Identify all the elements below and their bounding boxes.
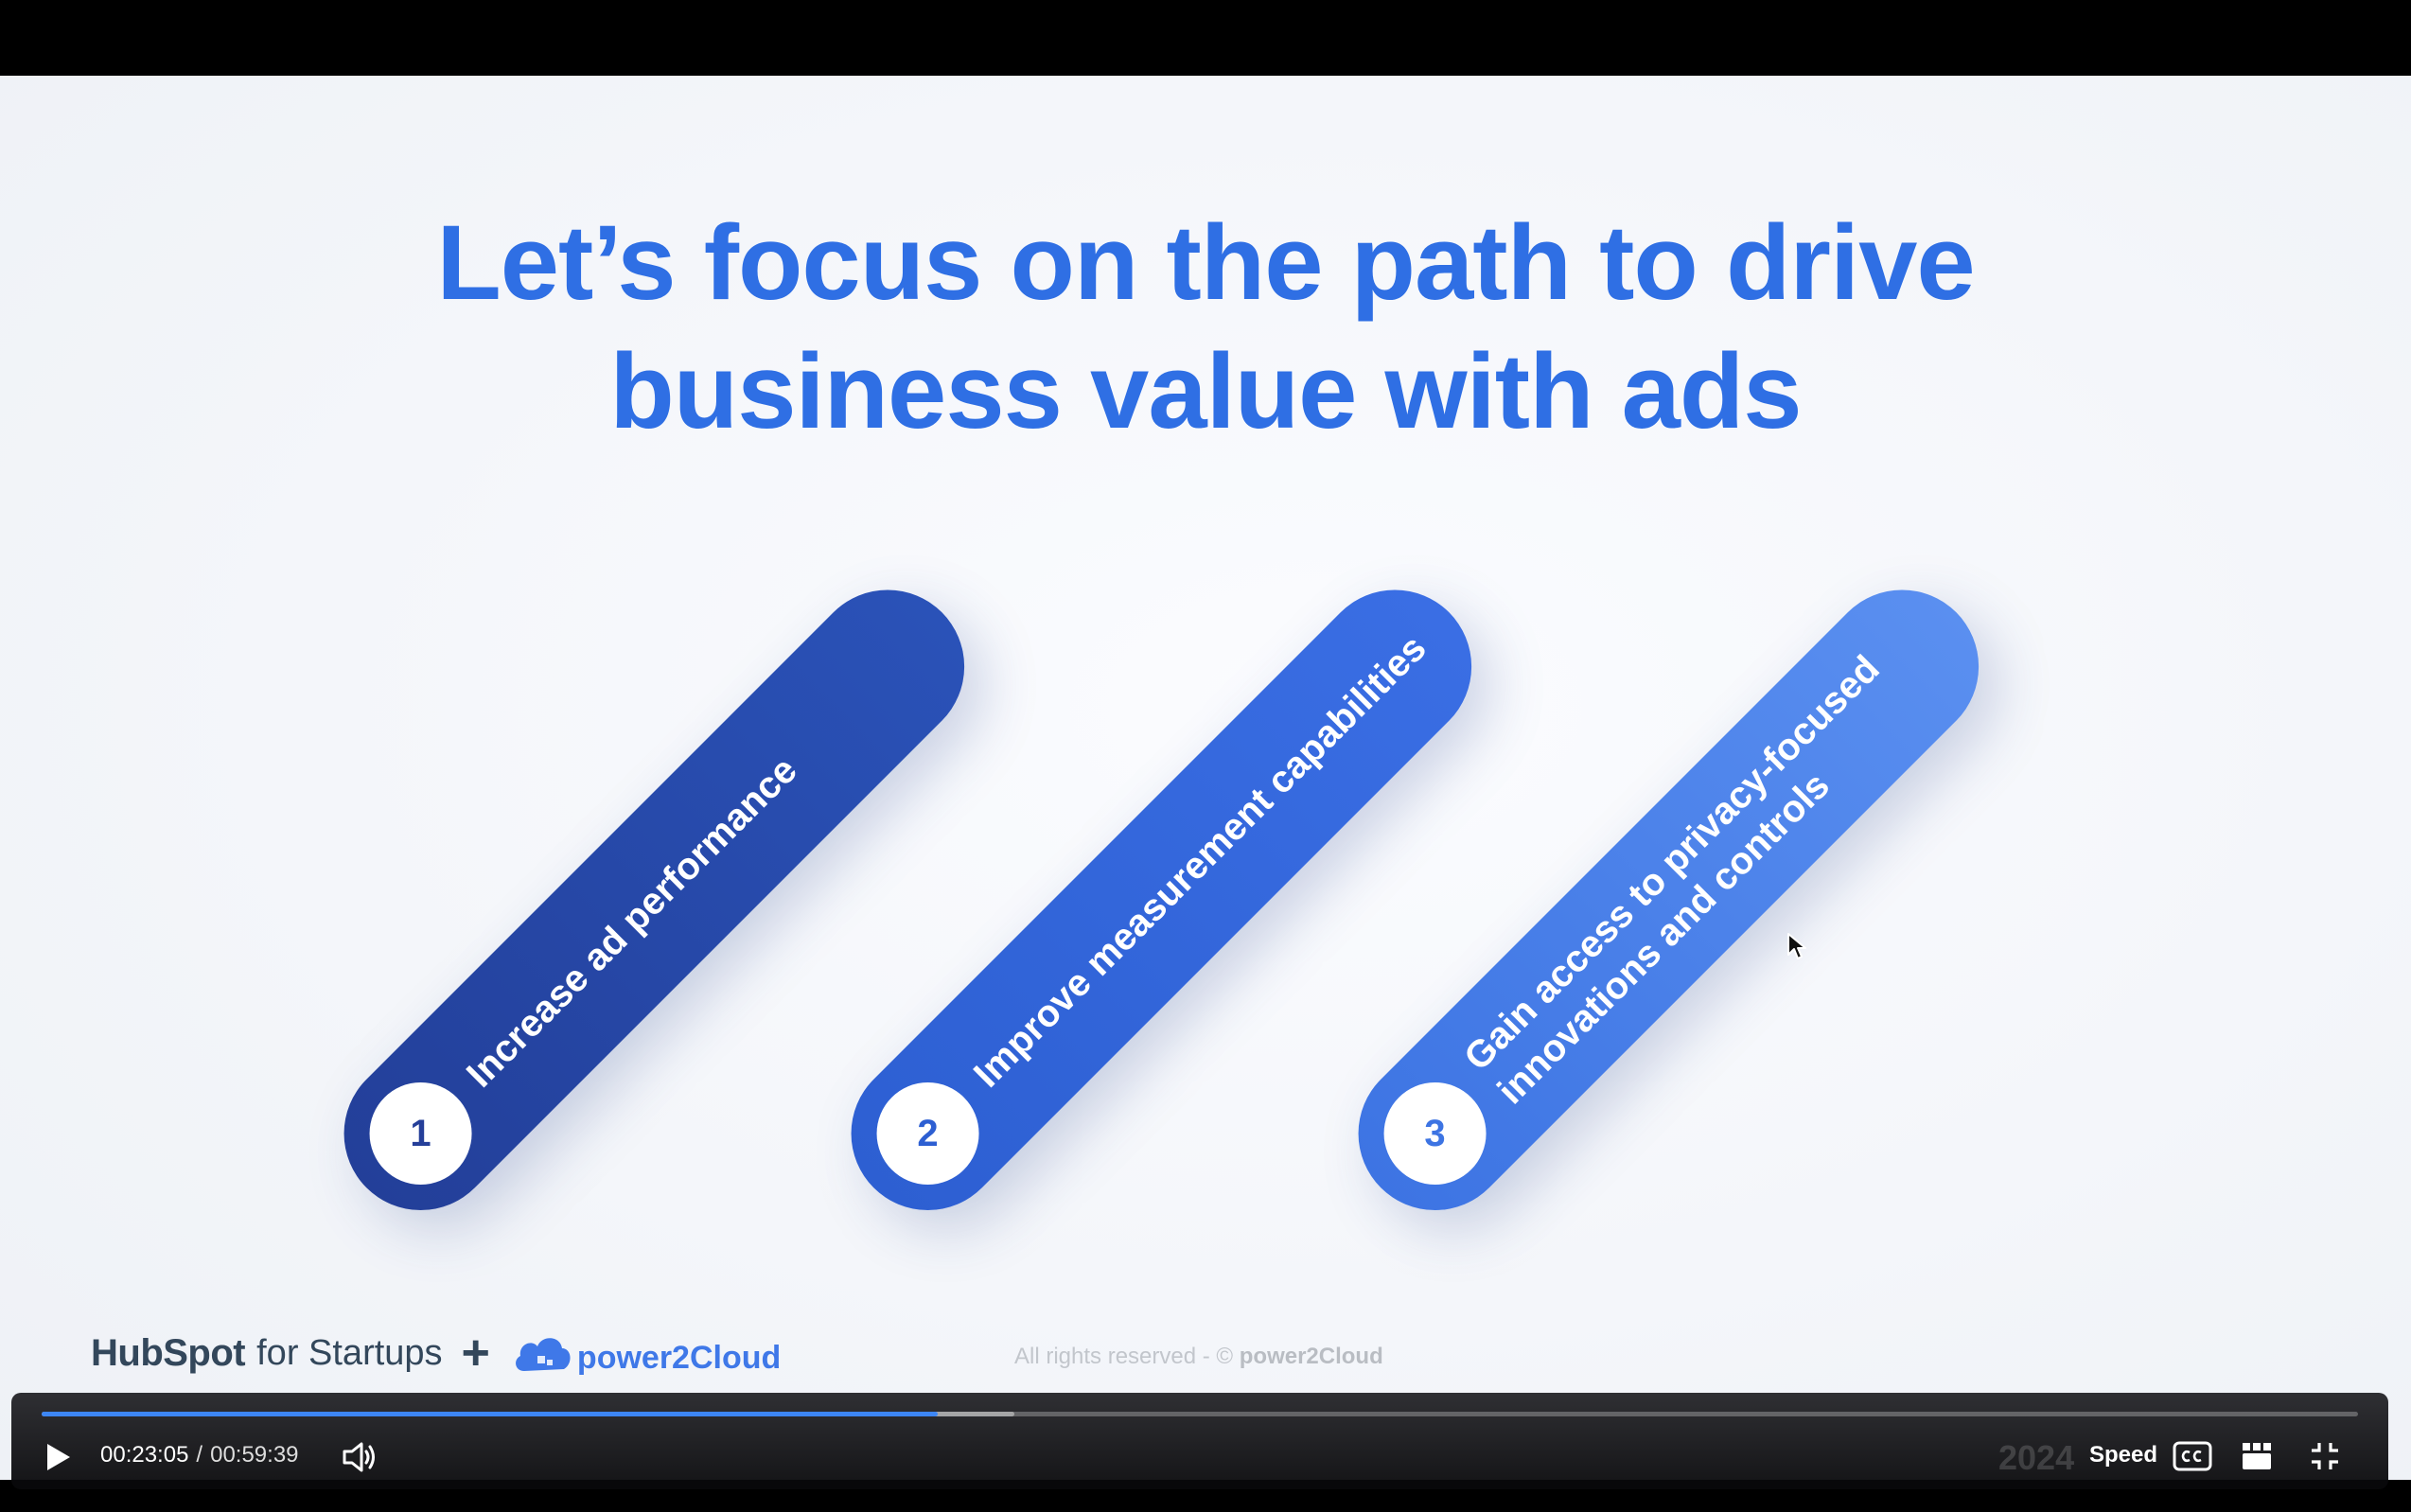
footer-logos: HubSpot for Startups + power2Cloud bbox=[91, 1325, 781, 1381]
speed-button[interactable]: Speed bbox=[2089, 1442, 2158, 1468]
duration: 00:59:39 bbox=[210, 1442, 299, 1468]
current-time: 00:23:05 bbox=[100, 1442, 189, 1468]
time-display: 00:23:05 / 00:59:39 bbox=[100, 1442, 299, 1468]
mouse-cursor-icon bbox=[1787, 933, 1806, 959]
slide-title-line-2: business value with ads bbox=[609, 332, 1802, 450]
volume-icon[interactable] bbox=[341, 1440, 378, 1474]
step-text-1: Increase ad performance bbox=[419, 585, 969, 1134]
copyright-notice: All rights reserved - © power2Cloud bbox=[1014, 1344, 1383, 1370]
step-3-line-2: innovations and controls bbox=[1489, 764, 1838, 1113]
step-3-line-1: Gain access to privacy-focused bbox=[1456, 647, 1888, 1080]
copyright-prefix: All rights reserved - © bbox=[1014, 1344, 1240, 1369]
step-text-3: Gain access to privacy-focused innovatio… bbox=[1434, 585, 1983, 1134]
power2cloud-logo: power2Cloud bbox=[576, 1339, 782, 1376]
step-1-line-1: Increase ad performance bbox=[458, 748, 805, 1096]
cloud-icon bbox=[515, 1338, 571, 1371]
for-startups-label: for Startups bbox=[256, 1332, 443, 1373]
chapters-icon[interactable] bbox=[2241, 1440, 2273, 1472]
hubspot-logo: HubSpot bbox=[91, 1331, 246, 1374]
player-controls: 00:23:05 / 00:59:39 2024 Speed bbox=[11, 1393, 2388, 1489]
copyright-owner: power2Cloud bbox=[1239, 1344, 1383, 1369]
play-icon[interactable] bbox=[38, 1438, 76, 1476]
controls-row: 00:23:05 / 00:59:39 2024 Speed bbox=[11, 1431, 2388, 1484]
step-2-line-1: Improve measurement capabilities bbox=[965, 626, 1434, 1096]
time-separator: / bbox=[196, 1442, 203, 1468]
step-number-2: 2 bbox=[876, 1082, 979, 1185]
progress-played bbox=[42, 1412, 939, 1416]
closed-captions-icon[interactable] bbox=[2173, 1440, 2212, 1472]
step-number-3: 3 bbox=[1383, 1082, 1487, 1185]
step-text-2: Improve measurement capabilities bbox=[926, 585, 1476, 1134]
slide-title-line-1: Let’s focus on the path to drive bbox=[436, 203, 1975, 322]
plus-sign: + bbox=[461, 1326, 490, 1380]
progress-bar[interactable] bbox=[42, 1412, 2358, 1416]
exit-fullscreen-icon[interactable] bbox=[2309, 1440, 2341, 1472]
watermark-text: 2024 bbox=[1998, 1438, 2075, 1477]
step-number-1: 1 bbox=[369, 1082, 472, 1185]
slide[interactable]: Let’s focus on the path to drive busines… bbox=[0, 76, 2411, 1480]
